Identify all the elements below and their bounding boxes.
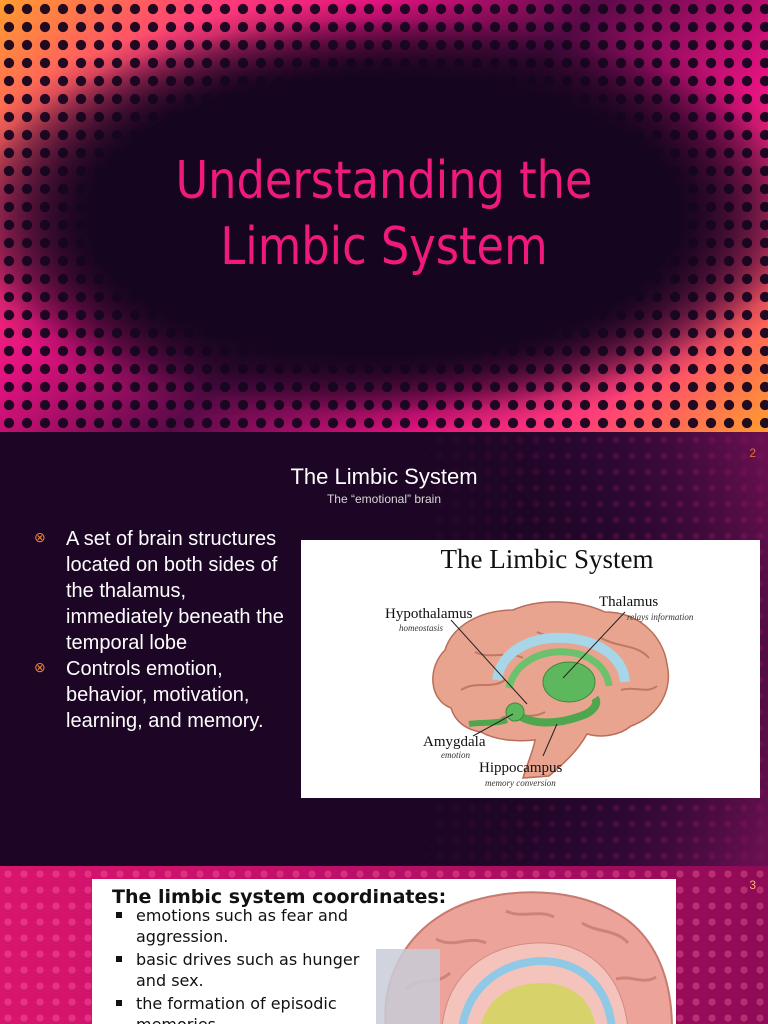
caption-memory-conversion: memory conversion: [485, 778, 556, 788]
title-line-2: Limbic System: [220, 217, 548, 277]
square-bullet-icon: [116, 912, 122, 918]
panel-title: The limbic system coordinates:: [112, 886, 447, 908]
caption-relays-information: relays information: [627, 612, 694, 622]
figure-title: The Limbic System: [441, 544, 654, 574]
circled-times-bullet-icon: ⊗: [34, 529, 46, 545]
brain-illustration: [432, 601, 669, 779]
limbic-system-diagram: The Limbic System Hypothalamus: [301, 540, 760, 798]
slide-subtitle: The “emotional” brain: [326, 492, 442, 506]
bullet-list: ⊗ A set of brain structures located on b…: [34, 526, 296, 734]
bullet-text: A set of brain structures located on bot…: [66, 528, 284, 654]
brain-cross-section-image: [376, 891, 673, 1024]
bullet-item: basic drives such as hunger and sex.: [116, 949, 376, 991]
label-amygdala: Amygdala: [423, 734, 486, 750]
leader-lines: [450, 611, 626, 757]
bullet-item: the formation of episodic memories.: [116, 993, 376, 1024]
coordinates-slide: 3 The limbic system coordinates: emotion…: [0, 866, 768, 1024]
bullet-text: basic drives such as hunger and sex.: [136, 950, 360, 990]
caption-emotion: emotion: [441, 750, 470, 760]
slide-number: 2: [749, 446, 756, 460]
slide-title: The Limbic System: [290, 464, 478, 489]
title-slide: Understanding the Limbic System: [0, 0, 768, 432]
bullet-item: ⊗ Controls emotion, behavior, motivation…: [34, 656, 296, 734]
label-hippocampus: Hippocampus: [479, 760, 562, 776]
bullet-text: the formation of episodic memories.: [136, 994, 337, 1024]
bullet-item: ⊗ A set of brain structures located on b…: [34, 526, 296, 656]
label-thalamus: Thalamus: [599, 594, 658, 610]
square-bullet-icon: [116, 956, 122, 962]
bullet-list: emotions such as fear and aggression. ba…: [116, 905, 376, 1024]
circled-times-bullet-icon: ⊗: [34, 659, 46, 675]
dark-vignette: [0, 0, 768, 432]
bullet-text: emotions such as fear and aggression.: [136, 906, 349, 946]
slide-number: 3: [749, 878, 756, 892]
presentation-title: Understanding the Limbic System: [54, 148, 714, 280]
caption-homeostasis: homeostasis: [399, 623, 444, 633]
bullet-item: emotions such as fear and aggression.: [116, 905, 376, 947]
bullet-text: Controls emotion, behavior, motivation, …: [66, 658, 264, 732]
label-hypothalamus: Hypothalamus: [385, 606, 473, 622]
content-panel: The limbic system coordinates: emotions …: [92, 879, 676, 1024]
limbic-system-slide: 2 The Limbic System The “emotional” brai…: [0, 432, 768, 866]
title-line-1: Understanding the: [175, 151, 593, 211]
square-bullet-icon: [116, 1000, 122, 1006]
